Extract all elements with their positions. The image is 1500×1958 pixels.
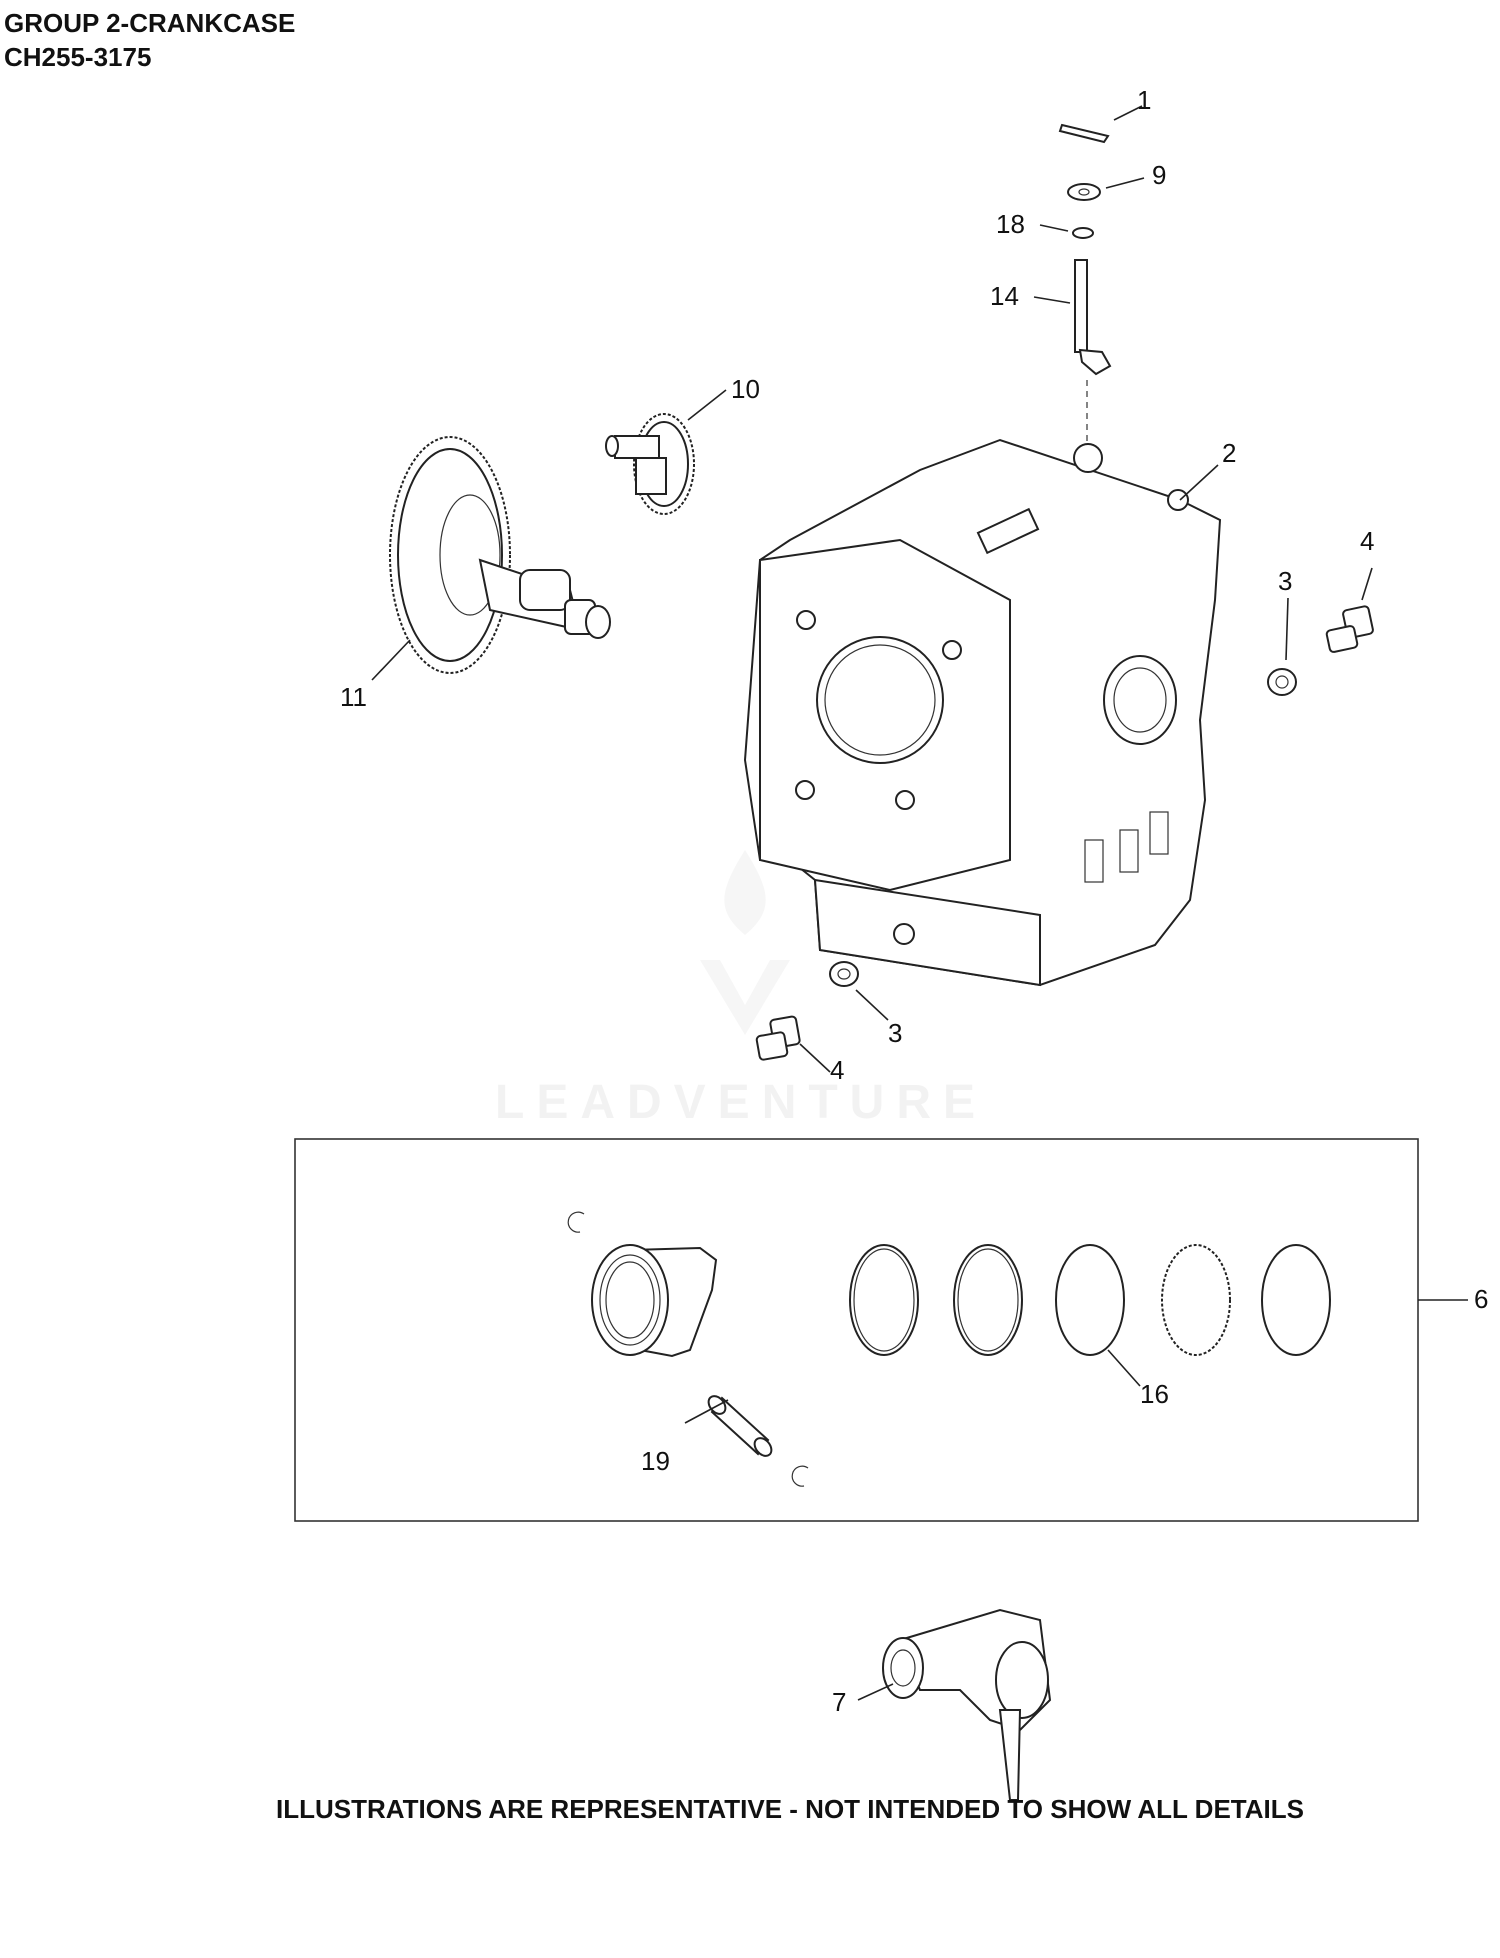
callout-7: 7	[832, 1687, 846, 1717]
callout-18: 18	[996, 209, 1025, 239]
callout-1: 1	[1137, 85, 1151, 115]
piston-kit-box[interactable]: 6 19 16	[294, 1138, 1488, 1522]
footer-disclaimer: ILLUSTRATIONS ARE REPRESENTATIVE - NOT I…	[276, 1794, 1304, 1824]
part-2-crankcase[interactable]: 2	[743, 438, 1236, 987]
callout-6: 6	[1474, 1284, 1488, 1314]
part-14-governor-shaft[interactable]: 14	[990, 259, 1112, 470]
callout-3-lower: 3	[888, 1018, 902, 1048]
model-number: CH255-3175	[4, 42, 152, 72]
piston[interactable]	[591, 1244, 718, 1358]
part-1-cotter-pin[interactable]: 1	[1058, 85, 1151, 144]
callout-9: 9	[1152, 160, 1166, 190]
part-7-connecting-rod[interactable]: 7	[832, 1608, 1052, 1801]
callout-2: 2	[1222, 438, 1236, 468]
watermark-logo: LEADVENTURE	[495, 850, 987, 1129]
group-title: GROUP 2-CRANKCASE	[4, 8, 296, 38]
part-4-drain-plug-right[interactable]: 4	[1325, 526, 1374, 653]
retaining-clip-upper[interactable]	[567, 1211, 585, 1233]
part-10-governor-gear[interactable]: 10	[605, 374, 760, 515]
callout-10: 10	[731, 374, 760, 404]
part-3-washer-right[interactable]: 3	[1267, 566, 1297, 696]
callout-14: 14	[990, 281, 1019, 311]
part-4-drain-plug-lower[interactable]: 4	[755, 1015, 844, 1085]
part-11-camshaft[interactable]: 11	[340, 436, 611, 712]
part-18-o-ring[interactable]: 18	[996, 209, 1094, 239]
piston-rings[interactable]	[849, 1244, 1331, 1356]
part-19-piston-pin[interactable]: 19	[641, 1393, 775, 1476]
part-3-washer-lower[interactable]: 3	[829, 961, 902, 1048]
callout-11: 11	[340, 682, 367, 712]
callout-4-lower: 4	[830, 1055, 844, 1085]
watermark-text: LEADVENTURE	[495, 1076, 987, 1129]
callout-19: 19	[641, 1446, 670, 1476]
callout-3-right: 3	[1278, 566, 1292, 596]
callout-16: 16	[1140, 1379, 1169, 1409]
callout-4-right: 4	[1360, 526, 1374, 556]
part-9-washer[interactable]: 9	[1067, 160, 1166, 201]
retaining-clip-lower[interactable]	[791, 1465, 809, 1487]
